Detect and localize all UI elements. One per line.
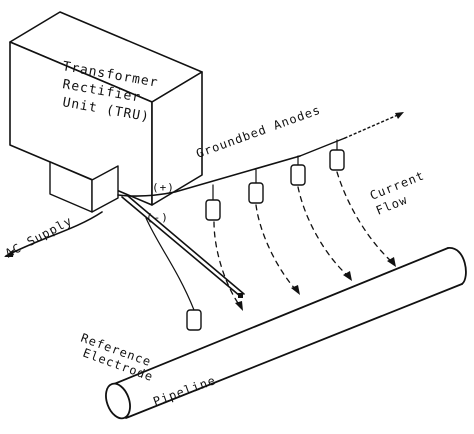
anode-4 xyxy=(329,139,345,171)
pipeline-top-edge xyxy=(113,247,449,385)
anode-1 xyxy=(205,184,221,221)
reference-electrode-body xyxy=(186,309,202,331)
current-flow-arrow-2 xyxy=(255,204,297,291)
reference-electrode xyxy=(145,217,202,331)
ac-supply-arrowhead xyxy=(4,249,14,257)
positive-terminal-label: (+) xyxy=(152,181,175,194)
pipeline xyxy=(105,247,467,420)
anode-3 xyxy=(290,155,306,186)
negative-cable xyxy=(121,196,241,297)
current-flow-arrowhead-4 xyxy=(387,257,396,267)
groundbed-arrowhead xyxy=(395,112,404,119)
pipeline-connection-point xyxy=(238,293,243,298)
negative-terminal-label: (-) xyxy=(146,211,169,224)
anode-2-body xyxy=(248,182,264,204)
ac-supply-label: AC Supply xyxy=(3,214,75,261)
tru-base xyxy=(49,161,119,213)
current-flow-arrow-1 xyxy=(213,221,241,307)
pipeline-label: Pipeline xyxy=(151,373,218,409)
pipeline-bottom-edge xyxy=(125,283,463,419)
anode-4-body xyxy=(329,149,345,171)
ac-supply-cable xyxy=(5,211,103,257)
anode-3-body xyxy=(290,164,306,186)
groundbed-cable-extension xyxy=(344,113,401,139)
negative-cable-sheath xyxy=(127,195,245,295)
current-flow-arrowhead-2 xyxy=(291,285,300,295)
anode-2 xyxy=(248,169,264,204)
pipeline-end-cap xyxy=(105,382,131,420)
current-flow-arrowhead-3 xyxy=(343,271,352,281)
tru-box xyxy=(9,11,203,206)
current-flow-arrowhead-1 xyxy=(235,301,243,311)
current-flow-arrow-3 xyxy=(297,186,349,277)
current-flow-arrow-4 xyxy=(336,171,393,263)
positive-cable xyxy=(117,155,301,197)
current-flow-arrows xyxy=(213,171,396,311)
tru-base-right xyxy=(91,165,119,213)
pipeline-far-end xyxy=(447,247,467,285)
anode-1-body xyxy=(205,199,221,221)
reference-electrode-lead xyxy=(145,217,195,311)
tru-box-side xyxy=(151,71,203,206)
groundbed-label: Groundbed Anodes xyxy=(194,103,322,161)
